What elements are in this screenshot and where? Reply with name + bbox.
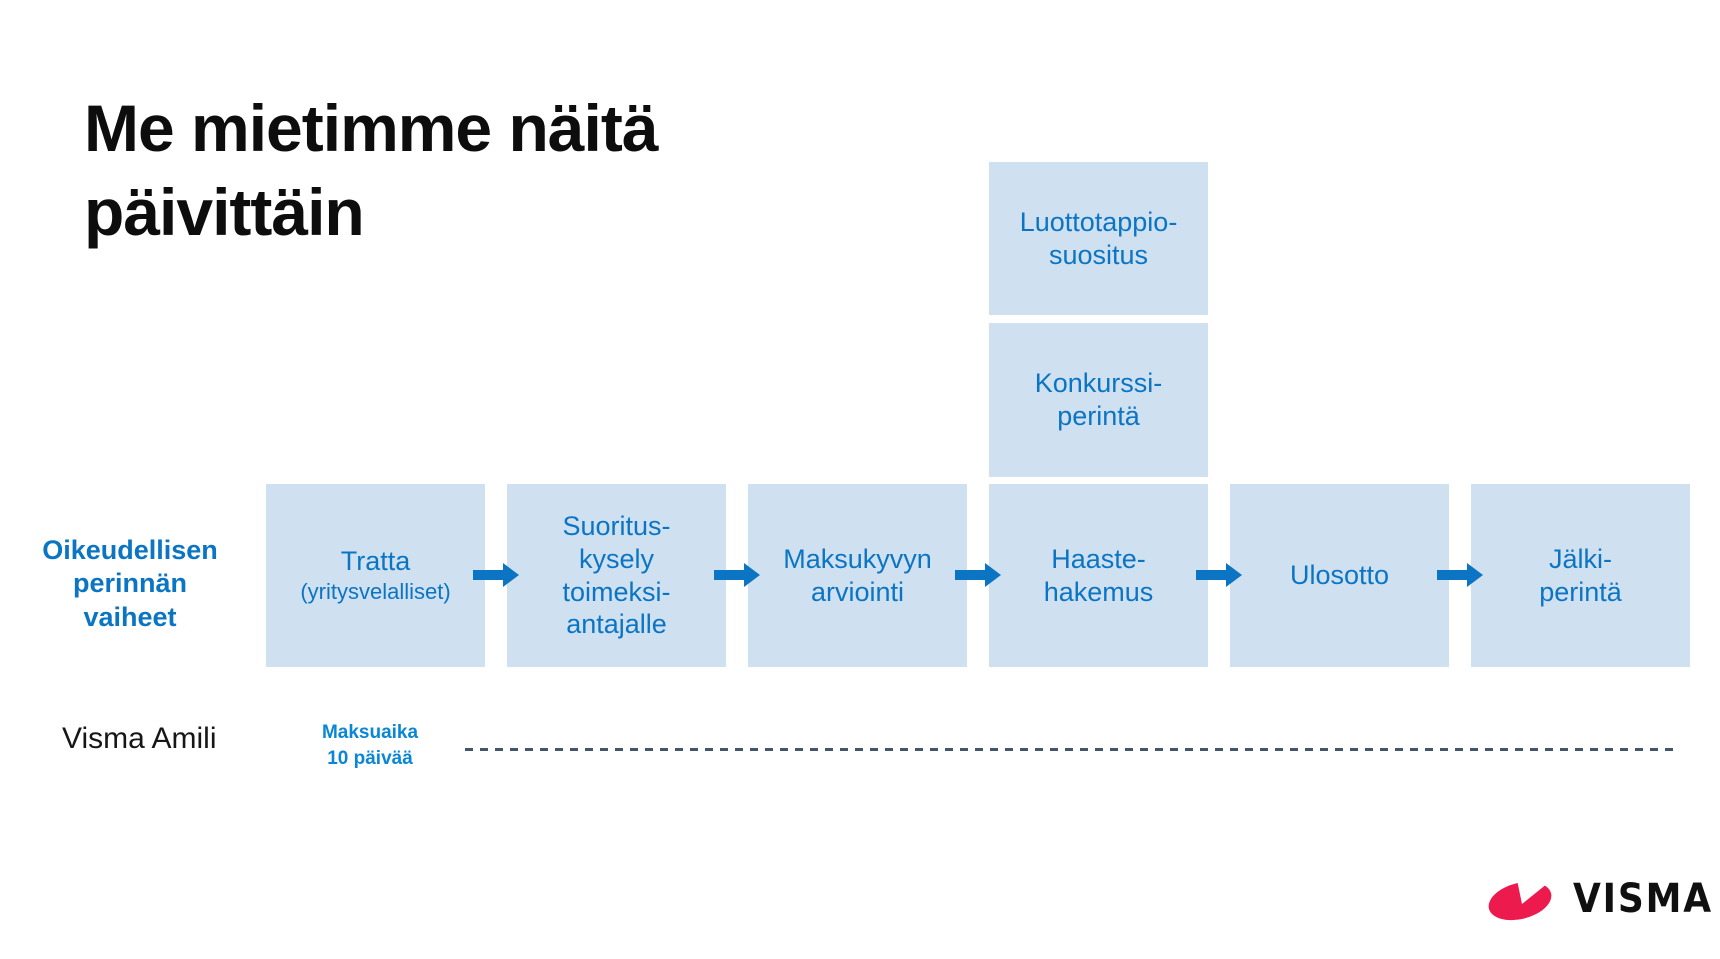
stage-label: Suoritus- kysely toimeksi- antajalle <box>562 510 671 640</box>
flow-arrow-icon <box>955 563 1001 587</box>
flow-stages-label: Oikeudellisen perinnän vaiheet <box>42 535 218 632</box>
stage-label: Ulosotto <box>1289 560 1390 591</box>
branch-box-konkurssi-perinta: Konkurssi- perintä <box>989 323 1208 477</box>
visma-logo: VISMA <box>1487 876 1720 922</box>
stage-label: Maksukyvyn arviointi <box>783 543 932 607</box>
stage-box-ulosotto: Ulosotto <box>1230 484 1449 667</box>
stage-label: Haaste- hakemus <box>1043 543 1154 607</box>
slide-title: Me mietimme näitä päivittäin <box>84 91 659 250</box>
branch-box-label: Luottotappio- suositus <box>1019 206 1178 270</box>
payment-term-note: Maksuaika 10 päivää <box>321 722 419 770</box>
product-name: Visma Amili <box>62 722 217 755</box>
flow-arrow-icon <box>1437 563 1483 587</box>
stage-box-haaste-hakemus: Haaste- hakemus <box>989 484 1208 667</box>
stage-box-jalki-perinta: Jälki- perintä <box>1471 484 1690 667</box>
stage-label: Tratta <box>340 545 411 576</box>
stage-box-tratta: Tratta (yritysvelalliset) <box>266 484 485 667</box>
timeline-dashed-line <box>465 748 1678 751</box>
flow-arrow-icon <box>473 563 519 587</box>
stage-label: Jälki- perintä <box>1539 543 1622 607</box>
branch-box-label: Konkurssi- perintä <box>1034 368 1163 431</box>
flow-arrow-icon <box>1196 563 1242 587</box>
stage-box-maksukyvyn-arviointi: Maksukyvyn arviointi <box>748 484 967 667</box>
flow-arrow-icon <box>714 563 760 587</box>
stage-box-suoritus-kysely: Suoritus- kysely toimeksi- antajalle <box>507 484 726 667</box>
visma-swoosh-icon <box>1488 877 1553 921</box>
branch-box-luottotappio-suositus: Luottotappio- suositus <box>989 162 1208 315</box>
visma-logo-text: VISMA <box>1573 876 1713 922</box>
stage-sublabel: (yritysvelalliset) <box>300 578 451 604</box>
